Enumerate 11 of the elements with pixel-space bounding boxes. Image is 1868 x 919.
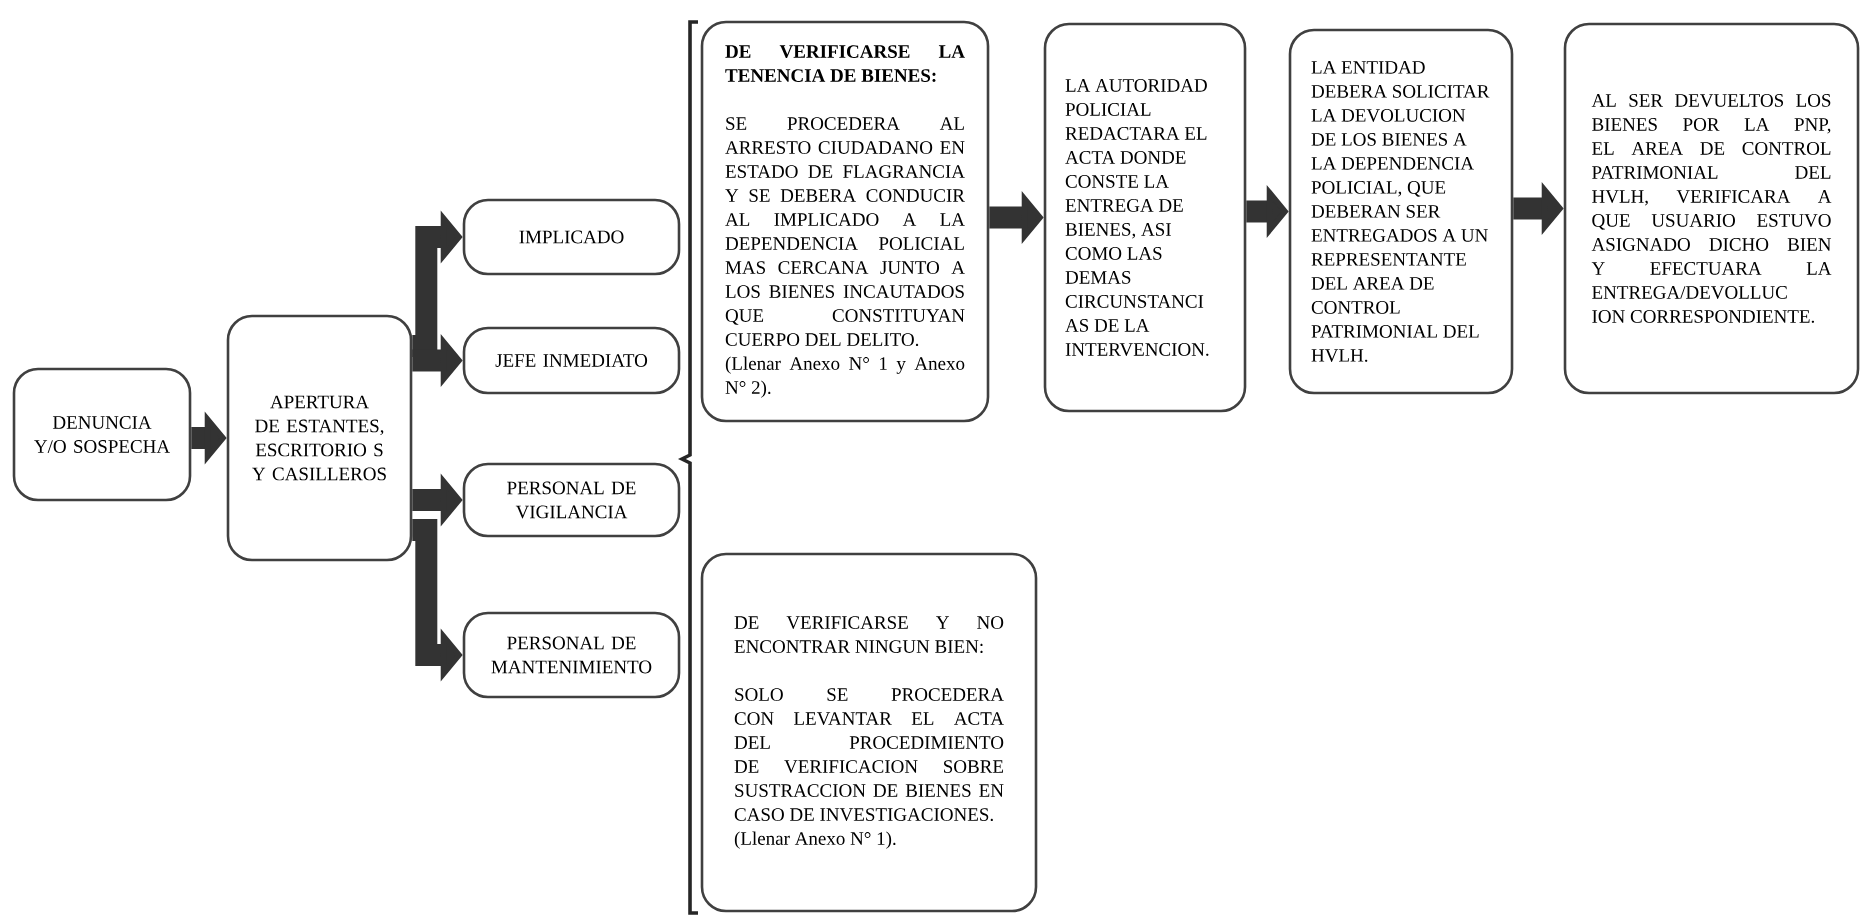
process-box: APERTURA DE ESTANTES, ESCRITORIO S Y CASILLEROS bbox=[226, 314, 413, 562]
process-box: PERSONAL DE VIGILANCIA bbox=[462, 462, 681, 538]
process-box: DE VERIFICARSE Y NO ENCONTRAR NINGUN BIEN: SOLO SE PROCEDERA CON LEVANTAR EL ACTA DEL PROCEDIMIENTO DE VERIFICACION SOBRE SUSTRACCION DE BIENES EN CASO DE INVESTIGACIONES. (Llenar Anexo N° 1). bbox=[700, 552, 1038, 913]
process-box: LA AUTORIDAD POLICIAL REDACTARA EL ACTA DONDE CONSTE LA ENTREGA DE BIENES, ASI COMO LAS DEMAS CIRCUNSTANCI AS DE LA INTERVENCION. bbox=[1043, 22, 1247, 413]
process-box: PERSONAL DE MANTENIMIENTO bbox=[462, 611, 681, 699]
process-box: AL SER DEVUELTOS LOS BIENES POR LA PNP, EL AREA DE CONTROL PATRIMONIAL DEL HVLH, VERIFICARA A QUE USUARIO ESTUVO ASIGNADO DICHO BIEN Y EFECTUARA LA ENTREGA/DEVOLLUC ION CORRESPONDIENTE. bbox=[1563, 22, 1860, 395]
process-box: DENUNCIA Y/O SOSPECHA bbox=[12, 367, 192, 502]
process-box: JEFE INMEDIATO bbox=[462, 326, 681, 395]
process-box: IMPLICADO bbox=[462, 198, 681, 276]
process-box: LA ENTIDAD DEBERA SOLICITAR LA DEVOLUCION DE LOS BIENES A LA DEPENDENCIA POLICIAL, QUE DEBERAN SER ENTREGADOS A UN REPRESENTANTE DEL AREA DE CONTROL PATRIMONIAL DEL HVLH. bbox=[1288, 28, 1514, 395]
process-box: DE VERIFICARSE LA TENENCIA DE BIENES: SE PROCEDERA AL ARRESTO CIUDADANO EN ESTADO DE FLAGRANCIA Y SE DEBERA CONDUCIR AL IMPLICADO A LA DEPENDENCIA POLICIAL MAS CERCANA JUNTO A LOS BIENES INCAUTADOS QUE CONSTITUYAN CUERPO DEL DELITO. (Llenar Anexo N° 1 y Anexo N° 2). bbox=[700, 20, 990, 423]
